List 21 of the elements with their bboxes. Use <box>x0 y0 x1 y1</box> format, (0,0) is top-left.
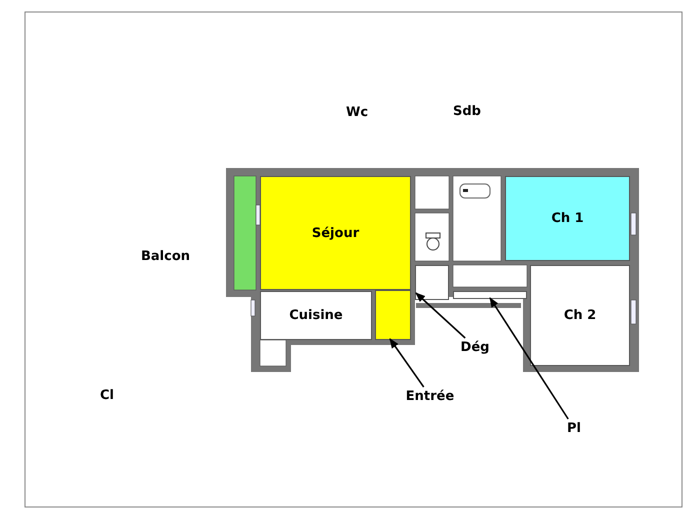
entrance-area <box>375 290 411 340</box>
room-area <box>260 291 372 340</box>
room-label: Ch 2 <box>564 308 596 323</box>
leader-line <box>415 292 466 339</box>
room-label: Cl <box>100 388 114 403</box>
room-label: Balcon <box>141 249 190 264</box>
room-area <box>260 176 411 290</box>
closet-area <box>453 291 527 299</box>
room-area <box>505 176 630 261</box>
room-label: Ch 1 <box>551 211 584 226</box>
room-area <box>530 265 630 366</box>
callout-label: Dég <box>460 340 490 354</box>
room-label: Cuisine <box>289 308 343 323</box>
room-label: Wc <box>346 105 368 120</box>
callout-label: Entrée <box>406 388 454 404</box>
leader-line <box>489 297 569 420</box>
leader-line <box>389 338 424 388</box>
room-label: Sdb <box>453 104 481 119</box>
room-area <box>415 265 449 300</box>
room-label: Séjour <box>312 226 360 240</box>
callout-label: Pl <box>567 420 581 436</box>
